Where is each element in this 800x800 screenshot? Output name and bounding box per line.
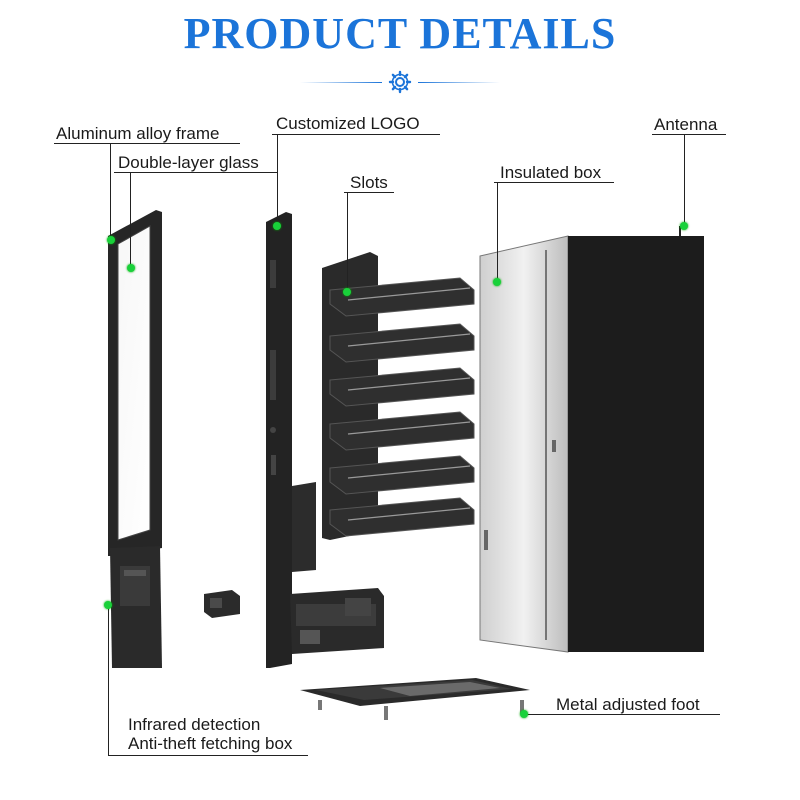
- leader-line: [497, 182, 498, 282]
- label-frame: Aluminum alloy frame: [56, 124, 220, 143]
- glass-marker: [127, 264, 135, 272]
- page-title: PRODUCT DETAILS: [183, 9, 617, 58]
- leader-line: [108, 605, 109, 755]
- leader-line: [110, 143, 111, 239]
- logo-marker: [273, 222, 281, 230]
- label-insulated-box: Insulated box: [500, 163, 602, 182]
- insulated-box-marker: [493, 278, 501, 286]
- leader-line: [54, 143, 240, 144]
- leader-line: [652, 134, 726, 135]
- label-slots: Slots: [350, 173, 388, 192]
- leader-line: [114, 172, 278, 173]
- cabinet: [479, 226, 704, 653]
- leader-line: [494, 182, 614, 183]
- label-glass: Double-layer glass: [118, 153, 259, 172]
- slots-rack: [322, 252, 475, 540]
- leader-line: [347, 192, 348, 290]
- gear-icon: [388, 70, 412, 94]
- leader-line: [524, 714, 720, 715]
- anti-theft-marker: [104, 601, 112, 609]
- leader-line: [684, 134, 685, 226]
- leader-line: [277, 134, 278, 226]
- leader-line: [272, 134, 440, 135]
- leader-line: [108, 755, 308, 756]
- base: [300, 678, 530, 720]
- label-antenna: Antenna: [654, 115, 718, 134]
- leader-line: [130, 172, 131, 268]
- leader-line: [344, 192, 394, 193]
- frame-marker: [107, 236, 115, 244]
- label-anti-theft: Anti-theft fetching box: [128, 734, 293, 753]
- label-logo: Customized LOGO: [276, 114, 420, 133]
- label-foot: Metal adjusted foot: [556, 695, 700, 714]
- slots-marker: [343, 288, 351, 296]
- logo-column: [266, 212, 316, 668]
- antenna-marker: [680, 222, 688, 230]
- door-frame: [108, 210, 162, 668]
- foot-marker: [520, 710, 528, 718]
- label-infrared: Infrared detection: [128, 715, 261, 734]
- small-parts: [204, 588, 384, 654]
- title-divider: [300, 82, 500, 84]
